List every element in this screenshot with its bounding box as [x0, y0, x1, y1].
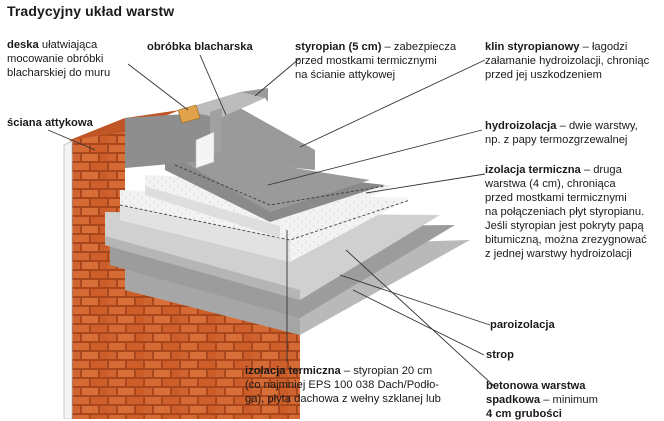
label-hydro-l2: np. z papy termozgrzewalnej: [485, 134, 628, 146]
label-deska: deska ułatwiająca mocowanie obróbki blac…: [7, 38, 110, 80]
label-izolacja-main-l2: (co najmniej EPS 100 038 Dach/Podło-: [245, 379, 440, 391]
label-beton-l1: – minimum: [540, 394, 598, 406]
wall-edge: [63, 140, 73, 419]
label-sciana-term: ściana attykowa: [7, 117, 93, 129]
label-styropian-term: styropian (5 cm): [295, 41, 382, 53]
label-strop: strop: [486, 348, 514, 362]
label-hydro-term: hydroizolacja: [485, 120, 557, 132]
label-klin-term: klin styropianowy: [485, 41, 580, 53]
brick-wall-front: [70, 150, 300, 419]
label-izolacja-druga-l7: z jednej warstwy hydroizolacji: [485, 248, 632, 260]
label-klin-l2: załamanie hydroizolacji, chroniąc: [485, 55, 650, 67]
label-beton-l2: 4 cm grubości: [486, 408, 562, 420]
label-izolacja-druga-l2: warstwa (4 cm), chroniąca: [485, 178, 616, 190]
label-izolacja-druga-term: izolacja termiczna: [485, 164, 581, 176]
label-deska-l3: blacharskiej do muru: [7, 67, 111, 79]
waterproofing-membrane: [165, 150, 386, 222]
label-obrobka: obróbka blacharska: [147, 40, 253, 54]
label-izolacja-druga-l5: Jeśli styropian jest pokryty papą: [485, 220, 644, 232]
label-paroizolacja-term: paroizolacja: [490, 319, 555, 331]
label-styropian-l2: przed mostkami termicznymi: [295, 55, 437, 67]
label-izolacja-druga-l6: bitumiczną, można zrezygnować: [485, 234, 647, 246]
label-obrobka-term: obróbka blacharska: [147, 41, 253, 53]
label-strop-term: strop: [486, 349, 514, 361]
label-sciana: ściana attykowa: [7, 116, 93, 130]
label-izolacja-main-l1: – styropian 20 cm: [340, 365, 433, 377]
label-hydro: hydroizolacja – dwie warstwy, np. z papy…: [485, 119, 638, 147]
leader-lines: [47, 54, 495, 387]
label-styropian-l3: na ścianie attykowej: [295, 69, 396, 81]
label-deska-l2: mocowanie obróbki: [7, 53, 104, 65]
label-beton-term2: spadkowa: [486, 394, 541, 406]
parapet-membrane: [125, 108, 315, 170]
label-styropian: styropian (5 cm) – zabezpiecza przed mos…: [295, 40, 456, 82]
wooden-board: [177, 104, 201, 124]
label-izolacja-druga-l3: przed mostkami termicznymi: [485, 192, 627, 204]
label-klin-l1: – łagodzi: [579, 41, 628, 53]
label-klin-l3: przed jej uszkodzeniem: [485, 69, 602, 81]
diagram-title: Tradycyjny układ warstw: [7, 3, 175, 19]
label-paroizolacja: paroizolacja: [490, 318, 555, 332]
label-izolacja-main-l3: ga), płyta dachowa z wełny szklanej lub: [245, 393, 441, 405]
label-deska-l1: ułatwiająca: [38, 39, 98, 51]
attic-styrofoam: [195, 131, 215, 169]
label-izolacja-main-term: izolacja termiczna: [245, 365, 341, 377]
label-beton-term1: betonowa warstwa: [486, 380, 586, 392]
label-styropian-l1: – zabezpiecza: [381, 41, 457, 53]
label-izolacja-druga-l1: – druga: [580, 164, 622, 176]
label-izolacja-main: izolacja termiczna – styropian 20 cm (co…: [245, 364, 441, 406]
label-klin: klin styropianowy – łagodzi załamanie hy…: [485, 40, 649, 82]
label-izolacja-druga-l4: na połączeniach płyt styropianu.: [485, 206, 645, 218]
label-hydro-l1: – dwie warstwy,: [556, 120, 638, 132]
label-deska-term: deska: [7, 39, 39, 51]
label-beton: betonowa warstwa spadkowa – minimum 4 cm…: [486, 379, 598, 421]
label-izolacja-druga: izolacja termiczna – druga warstwa (4 cm…: [485, 163, 647, 261]
